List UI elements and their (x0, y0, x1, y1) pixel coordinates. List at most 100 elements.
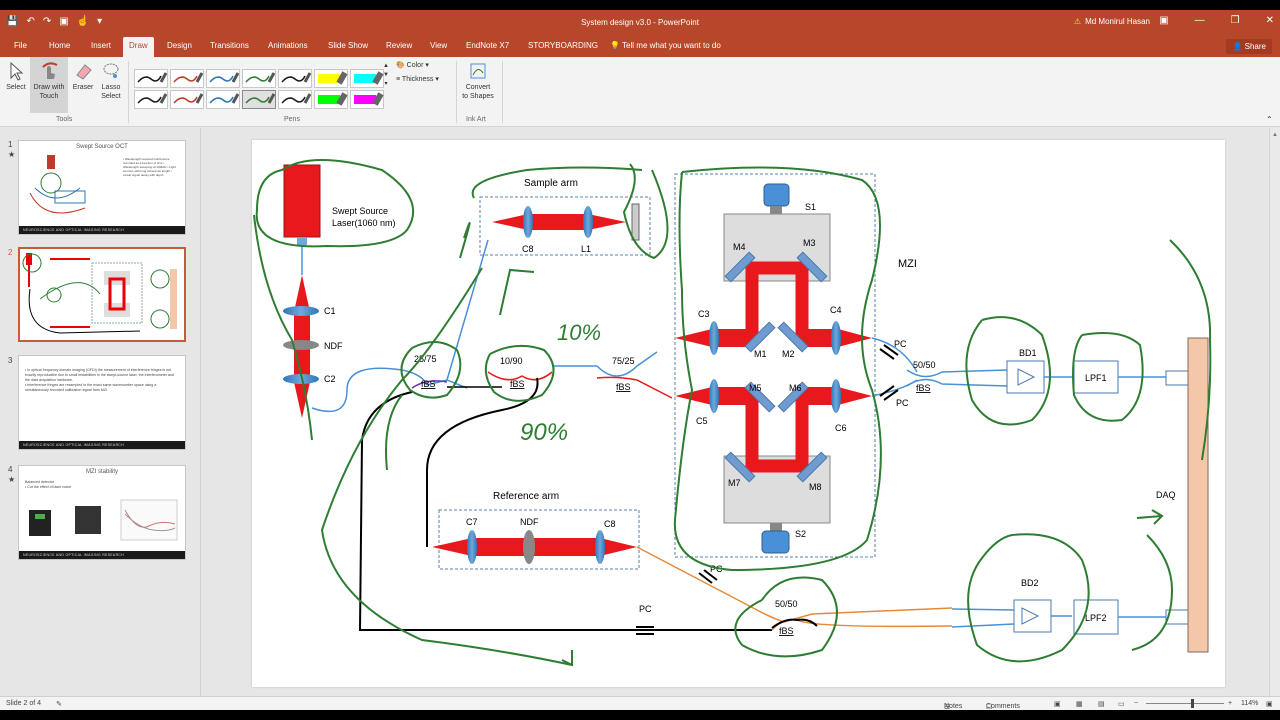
pen-swatch[interactable] (170, 69, 204, 88)
tab-transitions[interactable]: Transitions (210, 41, 249, 50)
mirror-m1[interactable] (744, 321, 776, 353)
pen-swatch[interactable] (134, 69, 168, 88)
tab-design[interactable]: Design (167, 41, 192, 50)
user-account[interactable]: ⚠ Md Monirul Hasan (1074, 17, 1150, 26)
zoom-slider[interactable] (1146, 703, 1224, 704)
lens-c4[interactable] (831, 321, 841, 355)
tab-slideshow[interactable]: Slide Show (328, 41, 369, 50)
pen-swatch[interactable] (314, 90, 348, 109)
mirror-m7[interactable] (724, 451, 756, 483)
customize-qat-icon[interactable]: ▾ (97, 16, 103, 27)
tab-animations[interactable]: Animations (268, 41, 308, 50)
slide[interactable]: Swept Source Laser(1060 nm) C1 NDF C2 Sa… (252, 140, 1225, 687)
collapse-ribbon-icon[interactable]: ⌃ (1266, 115, 1273, 124)
pen-swatch[interactable] (242, 69, 276, 88)
lens-c5[interactable] (709, 379, 719, 413)
pen-swatch[interactable] (314, 69, 348, 88)
mirror-m2[interactable] (777, 321, 809, 353)
lens-c6[interactable] (831, 379, 841, 413)
redo-icon[interactable]: ↷ (42, 16, 52, 27)
close-icon[interactable]: ✕ (1265, 15, 1274, 26)
color-button[interactable]: 🎨 Color ▾ (396, 62, 429, 69)
tell-me-search[interactable]: 💡 Tell me what you want to do (610, 41, 721, 50)
pen-swatch[interactable] (206, 69, 240, 88)
maximize-icon[interactable]: ❐ (1230, 15, 1240, 26)
reading-view-icon[interactable]: ▤ (1098, 701, 1105, 708)
pen-swatch[interactable] (242, 90, 276, 109)
vertical-scrollbar[interactable]: ▲ (1269, 128, 1280, 696)
undo-icon[interactable]: ↶ (26, 16, 35, 27)
balanced-detector-bd2[interactable] (1013, 599, 1052, 633)
pen-swatch[interactable] (278, 69, 312, 88)
mirror-m8[interactable] (796, 451, 828, 483)
ribbon-display-icon[interactable]: ▣ (1159, 15, 1169, 26)
mirror-m3[interactable] (796, 251, 828, 283)
mirror-m4[interactable] (724, 251, 756, 283)
tab-endnote[interactable]: EndNote X7 (466, 41, 510, 50)
sample-mirror[interactable] (631, 203, 640, 241)
tab-file[interactable]: File (14, 41, 27, 50)
handwritten-90-percent: 90% (520, 419, 568, 446)
lens-c2[interactable] (283, 374, 319, 384)
minimize-icon[interactable]: — (1194, 15, 1205, 26)
pen-swatch[interactable] (170, 90, 204, 109)
tab-view[interactable]: View (430, 41, 448, 50)
fit-slide-icon[interactable]: ▣ (1266, 701, 1273, 708)
save-icon[interactable]: 💾 (6, 16, 19, 27)
zoom-in-icon[interactable]: + (1228, 700, 1233, 707)
lens-c8-sample[interactable] (523, 206, 533, 238)
touch-mode-icon[interactable]: ☝ (76, 16, 90, 27)
tab-home[interactable]: Home (49, 41, 71, 50)
sample-arm-label: Sample arm (524, 178, 578, 189)
balanced-detector-bd1[interactable] (1006, 360, 1045, 394)
daq-board[interactable] (1187, 337, 1209, 653)
pens-scroll[interactable]: ▲▼▾ (383, 63, 389, 87)
slideshow-icon[interactable]: ▭ (1118, 701, 1125, 708)
mirror-m5[interactable] (744, 381, 776, 413)
fiber (906, 378, 1008, 387)
sensor-s1[interactable] (763, 183, 790, 207)
tab-draw[interactable]: Draw (123, 37, 154, 57)
present-icon[interactable]: ▣ (59, 16, 69, 27)
tab-storyboarding[interactable]: STORYBOARDING (528, 41, 598, 50)
thickness-button[interactable]: ≡ Thickness ▾ (396, 76, 439, 83)
slide-thumbnail-3[interactable]: • In optical frequency domain imaging (O… (18, 355, 186, 450)
lens-c1[interactable] (283, 306, 319, 316)
slide-thumbnail-1[interactable]: Swept Source OCT • Wavelength resolved i… (18, 140, 186, 235)
normal-view-icon[interactable]: ▣ (1054, 701, 1061, 708)
pen-swatch[interactable] (350, 69, 384, 88)
pen-swatch[interactable] (206, 90, 240, 109)
slide-thumbnail-4[interactable]: MZI stability Balanced detector • Cut th… (18, 465, 186, 560)
low-pass-filter-lpf2[interactable] (1073, 599, 1119, 635)
scroll-up-icon[interactable]: ▲ (1272, 132, 1278, 138)
lens-c3[interactable] (709, 321, 719, 355)
tab-review[interactable]: Review (386, 41, 413, 50)
m1-label: M1 (754, 349, 767, 359)
share-button[interactable]: 👤 Share (1226, 39, 1272, 54)
lens-c7[interactable] (467, 530, 477, 564)
spellcheck-icon[interactable]: ✎ (56, 701, 62, 708)
slide-counter: Slide 2 of 4 (6, 700, 42, 707)
slide-thumbnail-2[interactable] (18, 247, 186, 342)
zoom-level[interactable]: 114% (1241, 700, 1259, 707)
pen-swatch[interactable] (350, 90, 384, 109)
tab-insert[interactable]: Insert (91, 41, 112, 50)
slide-sorter-icon[interactable]: ▦ (1076, 701, 1083, 708)
eraser-button[interactable]: Eraser (70, 61, 96, 92)
ndf-ref-filter[interactable] (523, 530, 535, 564)
convert-to-shapes-button[interactable]: Convert to Shapes (458, 61, 498, 101)
lens-l1[interactable] (583, 206, 593, 238)
select-button[interactable]: Select (4, 61, 28, 92)
daq-port-1 (1165, 370, 1189, 386)
ndf-filter[interactable] (283, 340, 319, 350)
pen-swatch[interactable] (134, 90, 168, 109)
zoom-slider-thumb[interactable] (1191, 699, 1194, 708)
swept-source-laser[interactable] (283, 164, 321, 238)
mirror-m6[interactable] (777, 381, 809, 413)
zoom-out-icon[interactable]: − (1134, 700, 1139, 707)
lens-c8-reference[interactable] (595, 530, 605, 564)
sensor-s2[interactable] (761, 530, 790, 554)
draw-with-touch-button[interactable]: Draw with Touch (30, 57, 68, 113)
pen-swatch[interactable] (278, 90, 312, 109)
lasso-select-button[interactable]: Lasso Select (98, 61, 124, 101)
